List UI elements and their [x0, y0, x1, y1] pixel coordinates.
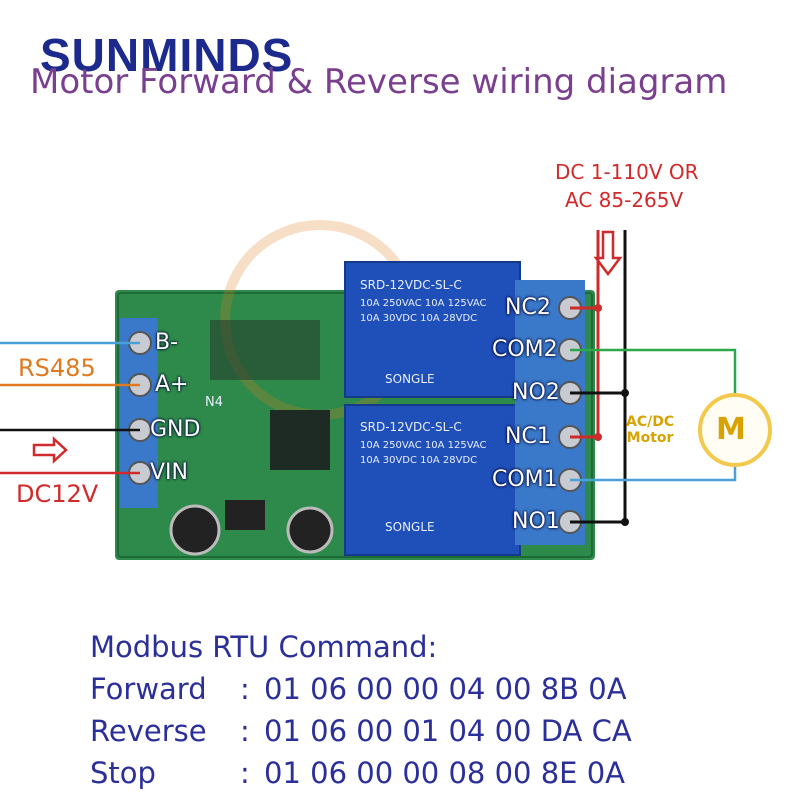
motor-wire-com2: [570, 348, 737, 395]
command-row-reverse: Reverse:01 06 00 01 04 00 DA CA: [90, 714, 632, 748]
terminal-nc1: NC1: [505, 424, 551, 449]
relay2-rating1: 10A 250VAC 10A 125VAC: [360, 298, 487, 309]
relay2-model: SRD-12VDC-SL-C: [360, 278, 462, 292]
terminal-gnd: GND: [150, 417, 201, 442]
right-terminal-block: [515, 280, 585, 545]
terminal-b-minus: B-: [155, 330, 179, 355]
relay-1: [344, 404, 521, 556]
supply-label-line2: AC 85-265V: [565, 188, 684, 212]
relay1-model: SRD-12VDC-SL-C: [360, 420, 462, 434]
supply-label-line1: DC 1-110V OR: [555, 160, 699, 184]
diagram-title: Motor Forward & Reverse wiring diagram: [30, 62, 728, 102]
relay1-rating1: 10A 250VAC 10A 125VAC: [360, 440, 487, 451]
motor-icon: [698, 393, 772, 467]
command-row-stop: Stop:01 06 00 00 08 00 8E 0A: [90, 756, 625, 790]
terminal-no2: NO2: [512, 380, 560, 405]
motor-label: AC/DC Motor: [626, 414, 675, 446]
chip-area: [210, 320, 320, 380]
terminal-nc2: NC2: [505, 295, 551, 320]
supply-arrow-icon: [593, 230, 623, 277]
terminal-com1: COM1: [492, 467, 558, 492]
motor-symbol: M: [716, 412, 746, 447]
command-row-forward: Forward:01 06 00 00 04 00 8B 0A: [90, 672, 627, 706]
regulator: [225, 500, 265, 530]
rs485-label: RS485: [18, 354, 96, 382]
relay1-brand: SONGLE: [385, 520, 435, 534]
relay2-rating2: 10A 30VDC 10A 28VDC: [360, 313, 478, 324]
capacitor-2: [286, 506, 334, 554]
terminal-vin: VIN: [150, 460, 188, 485]
relay1-rating2: 10A 30VDC 10A 28VDC: [360, 455, 478, 466]
relay2-brand: SONGLE: [385, 372, 435, 386]
dc12v-label: DC12V: [16, 480, 99, 508]
dc-arrow-icon: [32, 436, 68, 464]
brand-logo: SUNMINDS: [40, 29, 294, 81]
terminal-a-plus: A+: [155, 372, 189, 397]
board-label: N4: [205, 395, 223, 410]
command-header: Modbus RTU Command:: [90, 630, 438, 664]
ic-chip: [270, 410, 330, 470]
motor-wire-com1: [570, 465, 737, 482]
terminal-no1: NO1: [512, 509, 560, 534]
terminal-com2: COM2: [492, 337, 558, 362]
capacitor-1: [169, 504, 221, 556]
